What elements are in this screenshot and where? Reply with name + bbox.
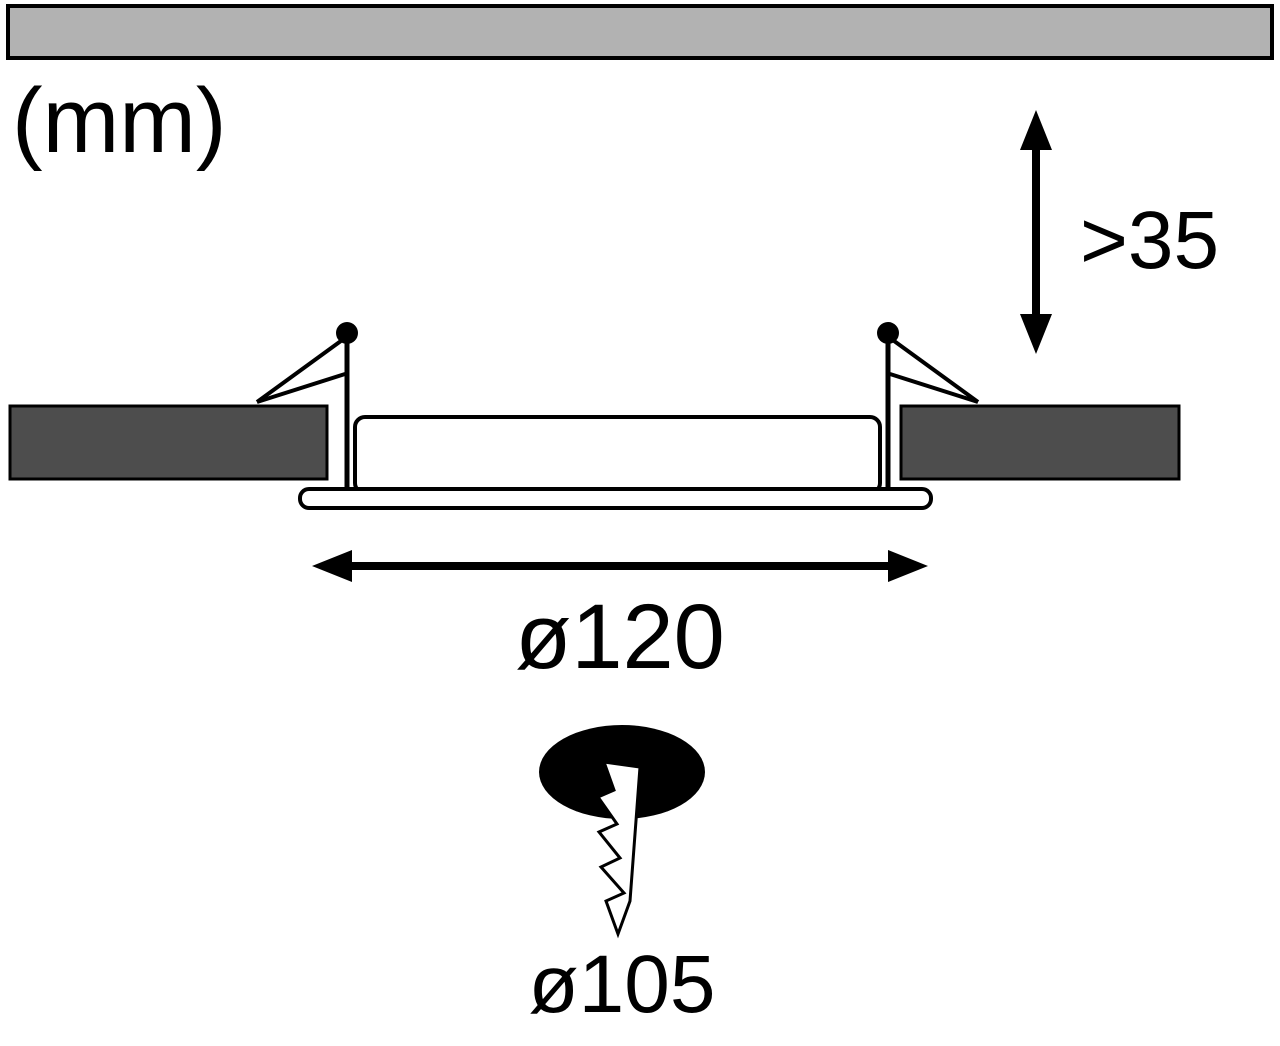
- spring-clip-right-pivot-dot: [877, 322, 899, 344]
- cutout-label: ø105: [529, 939, 716, 1030]
- spring-clip-left-pivot-dot: [336, 322, 358, 344]
- diameter-arrow: [312, 550, 928, 582]
- spring-clip-left-wire-lower: [256, 372, 346, 404]
- unit-label: (mm): [12, 70, 227, 172]
- ceiling-section-left: [8, 404, 329, 481]
- diameter-arrow-head-right: [888, 550, 928, 582]
- spring-clip-left-wire-upper: [255, 336, 347, 404]
- diameter-label: ø120: [515, 586, 725, 688]
- screw-arrow-icon: [595, 760, 642, 939]
- spring-clip-right-wire-upper: [888, 336, 980, 404]
- depth-label: >35: [1080, 195, 1219, 286]
- spring-clip-right-wire-lower: [889, 372, 979, 404]
- panel-flange: [298, 487, 933, 510]
- ceiling-section-right: [899, 404, 1181, 481]
- diameter-arrow-head-left: [312, 550, 352, 582]
- depth-arrow: [1020, 110, 1052, 354]
- spring-clip-right: [877, 322, 980, 490]
- depth-arrow-head-bottom: [1020, 314, 1052, 354]
- depth-arrow-head-top: [1020, 110, 1052, 150]
- ceiling-surface-bar: [6, 4, 1274, 60]
- spring-clip-left: [255, 322, 358, 490]
- panel-body: [353, 415, 882, 495]
